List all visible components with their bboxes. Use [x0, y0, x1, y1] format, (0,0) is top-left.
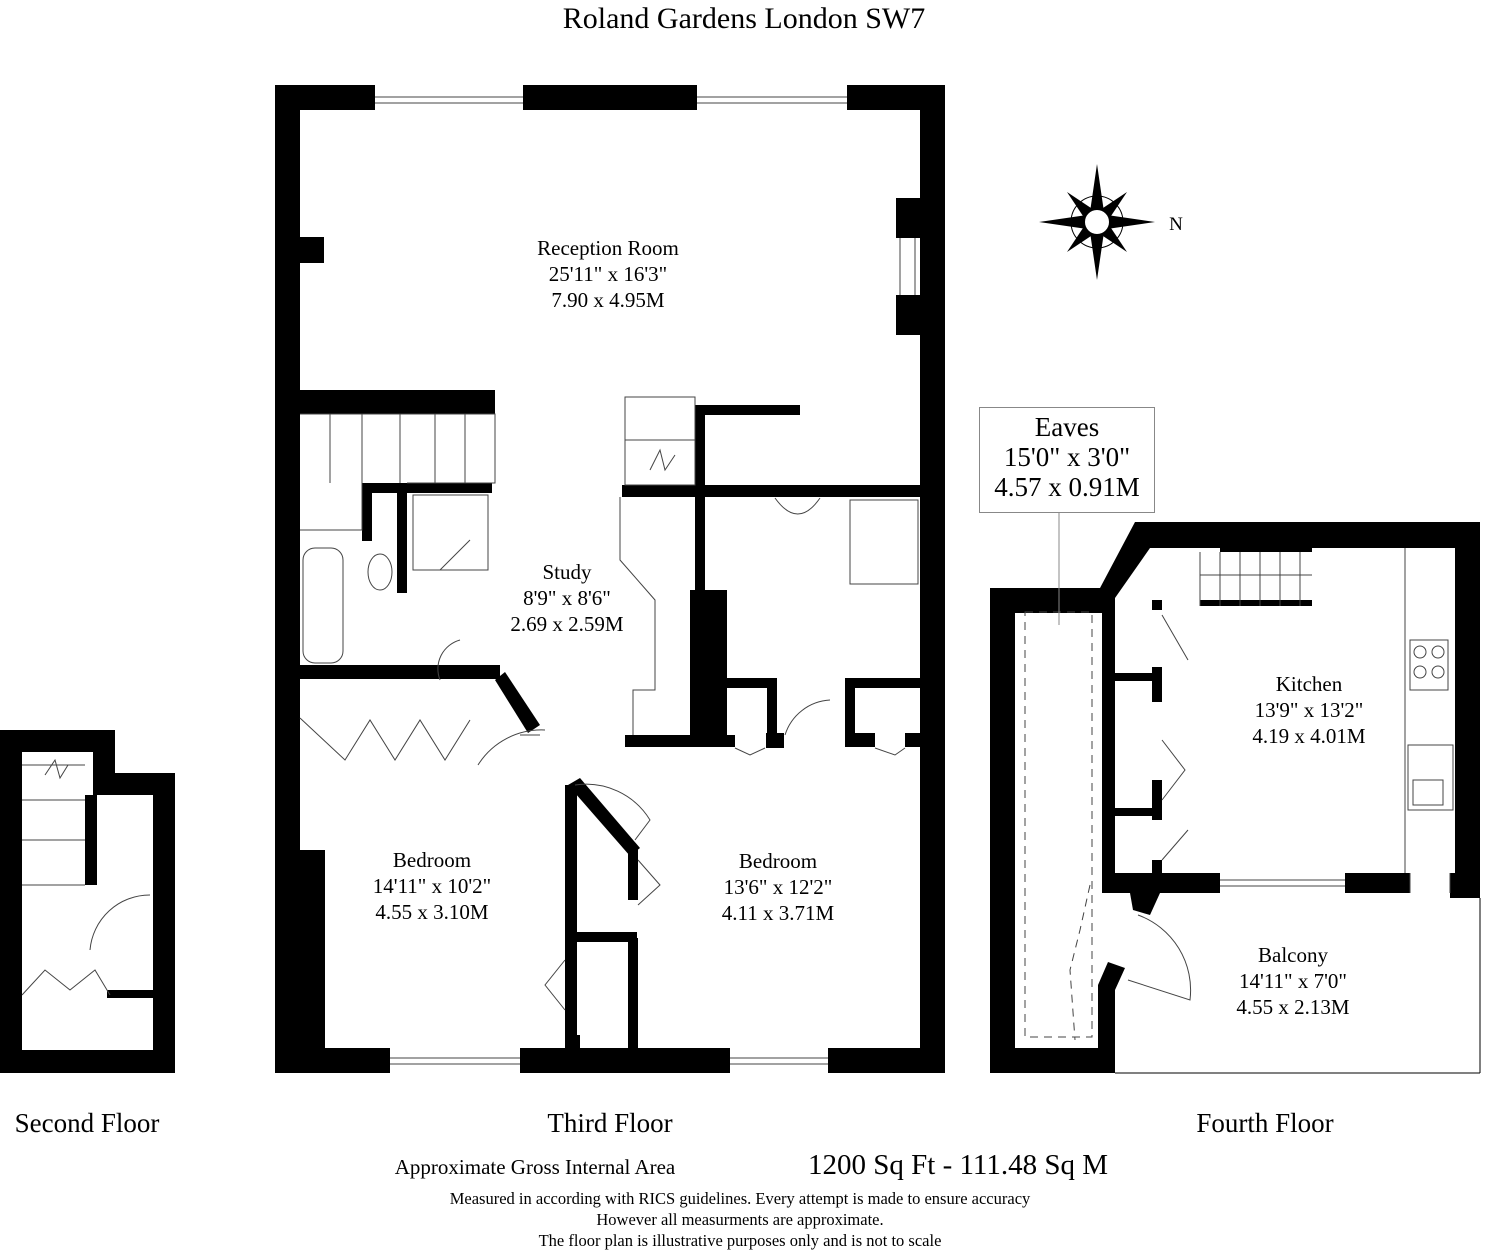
page-title: Roland Gardens London SW7 [562, 2, 926, 35]
room-label-reception: Reception Room 25'11" x 16'3" 7.90 x 4.9… [537, 235, 679, 313]
area-label: Approximate Gross Internal Area [394, 1155, 676, 1179]
room-size-imperial: 14'11" x 10'2" [372, 874, 492, 898]
room-size-metric: 4.55 x 2.13M [1236, 995, 1350, 1019]
disclaimer-line: However all measurments are approximate. [596, 1210, 884, 1229]
room-size-imperial: 13'6" x 12'2" [723, 875, 833, 899]
room-size-metric: 2.69 x 2.59M [510, 612, 624, 636]
room-size-metric: 7.90 x 4.95M [551, 288, 665, 312]
third-floor-fixtures [299, 96, 919, 1065]
room-size-metric: 4.55 x 3.10M [375, 900, 489, 924]
room-name: Study [542, 560, 592, 584]
fourth-floor-fixtures [1024, 513, 1481, 1074]
room-name: Reception Room [537, 236, 679, 260]
second-floor-walls [0, 730, 175, 1073]
room-name: Kitchen [1275, 672, 1343, 696]
room-name: Eaves [1034, 412, 1100, 442]
disclaimer-line: Measured in according with RICS guidelin… [449, 1189, 1031, 1208]
room-label-study: Study 8'9" x 8'6" 2.69 x 2.59M [510, 559, 623, 637]
room-size-imperial: 14'11" x 7'0" [1239, 969, 1347, 993]
compass-north-label: N [1169, 214, 1183, 235]
room-label-bedroom-2: Bedroom 13'6" x 12'2" 4.11 x 3.71M [722, 848, 834, 926]
third-floor-walls [275, 85, 945, 1073]
floor-label-third: Third Floor [547, 1108, 673, 1138]
floor-label-fourth: Fourth Floor [1196, 1108, 1334, 1138]
floor-label-second: Second Floor [14, 1108, 160, 1138]
room-size-imperial: 15'0" x 3'0" [1003, 442, 1131, 472]
room-name: Bedroom [392, 848, 472, 872]
fourth-floor-walls [990, 522, 1480, 1073]
room-size-metric: 4.57 x 0.91M [994, 472, 1140, 502]
room-name: Balcony [1258, 943, 1328, 967]
room-size-imperial: 8'9" x 8'6" [523, 586, 611, 610]
room-size-imperial: 25'11" x 16'3" [548, 262, 668, 286]
area-value: 1200 Sq Ft - 111.48 Sq M [808, 1149, 1108, 1181]
room-size-metric: 4.19 x 4.01M [1252, 724, 1366, 748]
compass-rose-icon [1039, 164, 1155, 280]
disclaimer-line: The floor plan is illustrative purposes … [538, 1231, 942, 1250]
room-size-imperial: 13'9" x 13'2" [1254, 698, 1364, 722]
room-name: Bedroom [738, 849, 818, 873]
second-floor-fixtures [21, 758, 151, 996]
room-label-bedroom-1: Bedroom 14'11" x 10'2" 4.55 x 3.10M [373, 847, 491, 925]
room-label-kitchen: Kitchen 13'9" x 13'2" 4.19 x 4.01M [1252, 671, 1365, 749]
room-label-balcony: Balcony 14'11" x 7'0" 4.55 x 2.13M [1236, 942, 1349, 1020]
room-label-eaves: Eaves 15'0" x 3'0" 4.57 x 0.91M [979, 407, 1155, 513]
room-size-metric: 4.11 x 3.71M [721, 901, 835, 925]
disclaimer: Measured in according with RICS guidelin… [450, 1188, 1031, 1251]
